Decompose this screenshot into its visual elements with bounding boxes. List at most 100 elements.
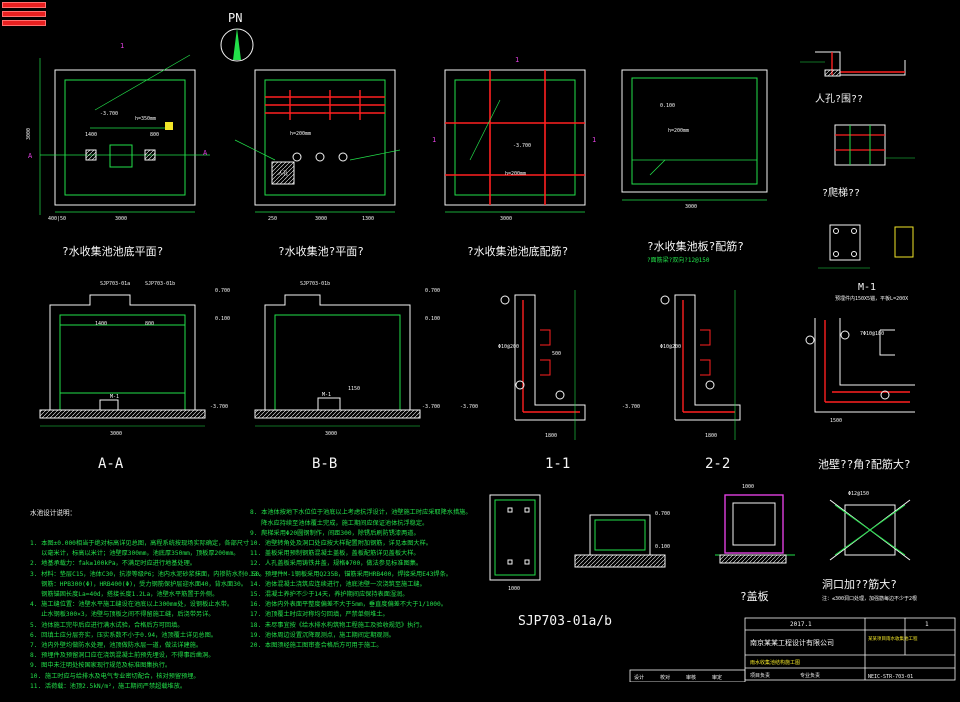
section-11 xyxy=(500,290,586,440)
dim-label: 3000 xyxy=(325,431,337,437)
note-line: 10. 施工时应与给排水及电气专业密切配合，核对预留预埋。 xyxy=(30,672,200,680)
section-aa-title: A-A xyxy=(98,456,124,472)
section-mark-1: 1 xyxy=(592,136,596,144)
notes-right-lines: 8. 本池体按地下水位位于池底以上考虑抗浮设计，池壁施工时应采取降水措施。 降水… xyxy=(250,508,472,651)
sjp-detail xyxy=(489,494,666,581)
note-line: 19. 池体周边设置沉降观测点，施工期间定期观测。 xyxy=(250,631,395,639)
rebar-label: 7Φ10@180 xyxy=(860,331,884,337)
sjp-tag: SJP703-01a xyxy=(100,281,130,287)
level-label: -3.700 xyxy=(422,404,440,410)
corner-detail xyxy=(805,318,915,413)
m1-title: M-1 xyxy=(858,282,876,293)
note-line: 11. 活荷载：池顶2.5kN/m²，施工期间严禁超载堆放。 xyxy=(30,682,187,690)
note-line: 7. 池内外壁均做防水处理，池顶做防水层一道，做法详建施。 xyxy=(30,642,203,650)
note-line: 2. 地基承载力：fak≥100kPa，不满足时应进行地基处理。 xyxy=(30,560,196,568)
section-11-title: 1-1 xyxy=(545,456,570,472)
rebar-label: Φ10@200 xyxy=(498,344,519,350)
thickness-label: h=200mm xyxy=(668,128,689,134)
plan-grid-mark: 1 xyxy=(120,42,124,50)
title-row: 设计 xyxy=(634,674,644,681)
note-line: 钢筋锚固长度La=40d，搭接长度1.2La，池壁水平筋置于外侧。 xyxy=(30,591,219,599)
dim-label: 1500 xyxy=(830,418,842,424)
title-project: 某某项目雨水收集池工程 xyxy=(868,635,918,642)
notes-left-lines: 1. 本图±0.000相当于绝对标高详见总图，高程系统按现场实际确定，各部尺寸 … xyxy=(30,539,265,692)
m1-tag: M-1 xyxy=(110,394,119,400)
title-date: 2017.1 xyxy=(790,621,812,628)
manhole-title: 人孔?围?? xyxy=(815,93,863,105)
level-label: -3.700 xyxy=(210,404,228,410)
level-label: 0.700 xyxy=(655,511,670,517)
dim-label: 250 xyxy=(268,216,277,222)
ladder-title: ?爬梯?? xyxy=(822,186,860,199)
note-line: 11. 盖板采用预制钢筋混凝土盖板，盖板配筋详见盖板大样。 xyxy=(250,550,420,558)
note-line: 钢筋：HPB300(Φ)，HRB400(Φ)，受力钢筋保护层迎水面40，背水面3… xyxy=(30,580,247,588)
dim-label: 1000 xyxy=(508,586,520,592)
section-mark-1: 1 xyxy=(432,136,436,144)
level-label: -3.700 xyxy=(100,111,118,117)
dim-label: 3000 xyxy=(110,431,122,437)
level-label: 0.100 xyxy=(660,103,675,109)
section-mark-a: A xyxy=(28,152,33,160)
plan-top-rebar xyxy=(621,69,768,201)
corner-title: 池壁??角?配筋大? xyxy=(818,457,911,471)
rebar-label: Φ12@150 xyxy=(848,491,869,497)
dim-label: 3000 xyxy=(115,216,127,222)
section-22-title: 2-2 xyxy=(705,456,730,472)
m1-tag: M-1 xyxy=(322,392,331,398)
plan-bottom-title: ?水收集池池底平面? xyxy=(62,244,163,258)
drawing-sheet: PN 1 A A -3.700 h=350mm 1400 800 3000 40… xyxy=(26,11,956,682)
section-mark-a: A xyxy=(203,149,208,157)
level-label: -3.700 xyxy=(513,143,531,149)
title-row: 专业负责 xyxy=(800,672,820,679)
cover-detail xyxy=(715,494,795,564)
title-row: 审定 xyxy=(712,674,722,681)
cover-title: ?盖板 xyxy=(740,589,769,603)
title-sheet: 1 xyxy=(925,621,929,628)
toolbar-indicator[interactable] xyxy=(2,2,46,26)
dim-label: 1800 xyxy=(545,433,557,439)
note-line: 止水钢板300×3，池壁与顶板之间不得留施工缝，后浇带另详。 xyxy=(30,611,215,619)
title-drawing-no: NEIC-STR-703-01 xyxy=(868,674,913,680)
dim-label: 3000 xyxy=(685,204,697,210)
dim-label: 800 xyxy=(145,321,154,327)
note-line: 17. 池顶覆土时应对称均匀回填，严禁单侧堆土。 xyxy=(250,611,389,619)
thickness-label: h=350mm xyxy=(135,116,156,122)
plan-bottom xyxy=(39,54,210,215)
section-bb-title: B-B xyxy=(312,456,337,472)
toolbar-bar xyxy=(2,11,46,17)
manhole-detail xyxy=(800,51,906,77)
dim-label: 3000 xyxy=(26,128,32,140)
note-line: 3. 材料：垫层C15，池体C30，抗渗等级P6；池内水泥砂浆抹面，内掺防水剂0… xyxy=(30,570,266,578)
m1-note: 预埋件内150X5锚，平板L=200X xyxy=(835,295,908,302)
dim-label: 1300 xyxy=(362,216,374,222)
note-line: 10. 池壁转角处及洞口处应按大样配置附加钢筋，详见本图大样。 xyxy=(250,540,432,548)
dim-label: 1400 xyxy=(95,321,107,327)
notes-left: 水池设计说明： 1. 本图±0.000相当于绝对标高详见总图，高程系统按现场实际… xyxy=(30,488,265,702)
level-label: 0.100 xyxy=(425,316,440,322)
dim-label: 3000 xyxy=(500,216,512,222)
plan-top-rebar-note: ?面筋梁?双向?12@150 xyxy=(647,256,710,264)
opening-detail xyxy=(829,499,911,561)
grid-mark: 1 xyxy=(515,56,519,64)
title-row: 项目负责 xyxy=(750,672,770,679)
section-22 xyxy=(660,290,741,440)
opening-note: 注：≤300洞口处理，加强筋每边不少于2根 xyxy=(822,595,917,602)
note-line: 14. 池体混凝土浇筑应连续进行，池底池壁一次浇筑至施工缝。 xyxy=(250,580,426,588)
level-label: -3.700 xyxy=(622,404,640,410)
level-label: -3.700 xyxy=(460,404,478,410)
thickness-label: h=200mm xyxy=(505,171,526,177)
note-line: 1. 本图±0.000相当于绝对标高详见总图，高程系统按现场实际确定，各部尺寸 xyxy=(30,540,250,548)
plan-top-rebar-title: ?水收集池板?配筋? xyxy=(647,239,744,253)
plan-top-title: ?水收集池?平面? xyxy=(278,244,364,258)
note-line: 降水应持续至池体覆土完成，施工期间应保证池体抗浮稳定。 xyxy=(250,519,429,527)
title-row: 审核 xyxy=(686,674,696,681)
note-line: 18. 未尽事宜按《给水排水构筑物工程施工及验收规范》执行。 xyxy=(250,621,426,629)
notes-title: 水池设计说明： xyxy=(30,509,77,518)
dim-label: 1000 xyxy=(742,484,754,490)
title-drawing: 雨水收集池结构施工图 xyxy=(750,659,800,666)
note-line: 15. 混凝土养护不少于14天，养护期间应保持表面湿润。 xyxy=(250,591,409,599)
plan-bottom-rebar xyxy=(444,69,586,213)
level-label: 0.100 xyxy=(215,316,230,322)
thickness-label: h=200mm xyxy=(290,131,311,137)
note-line: 8. 本池体按地下水位位于池底以上考虑抗浮设计，池壁施工时应采取降水措施。 xyxy=(250,509,472,517)
